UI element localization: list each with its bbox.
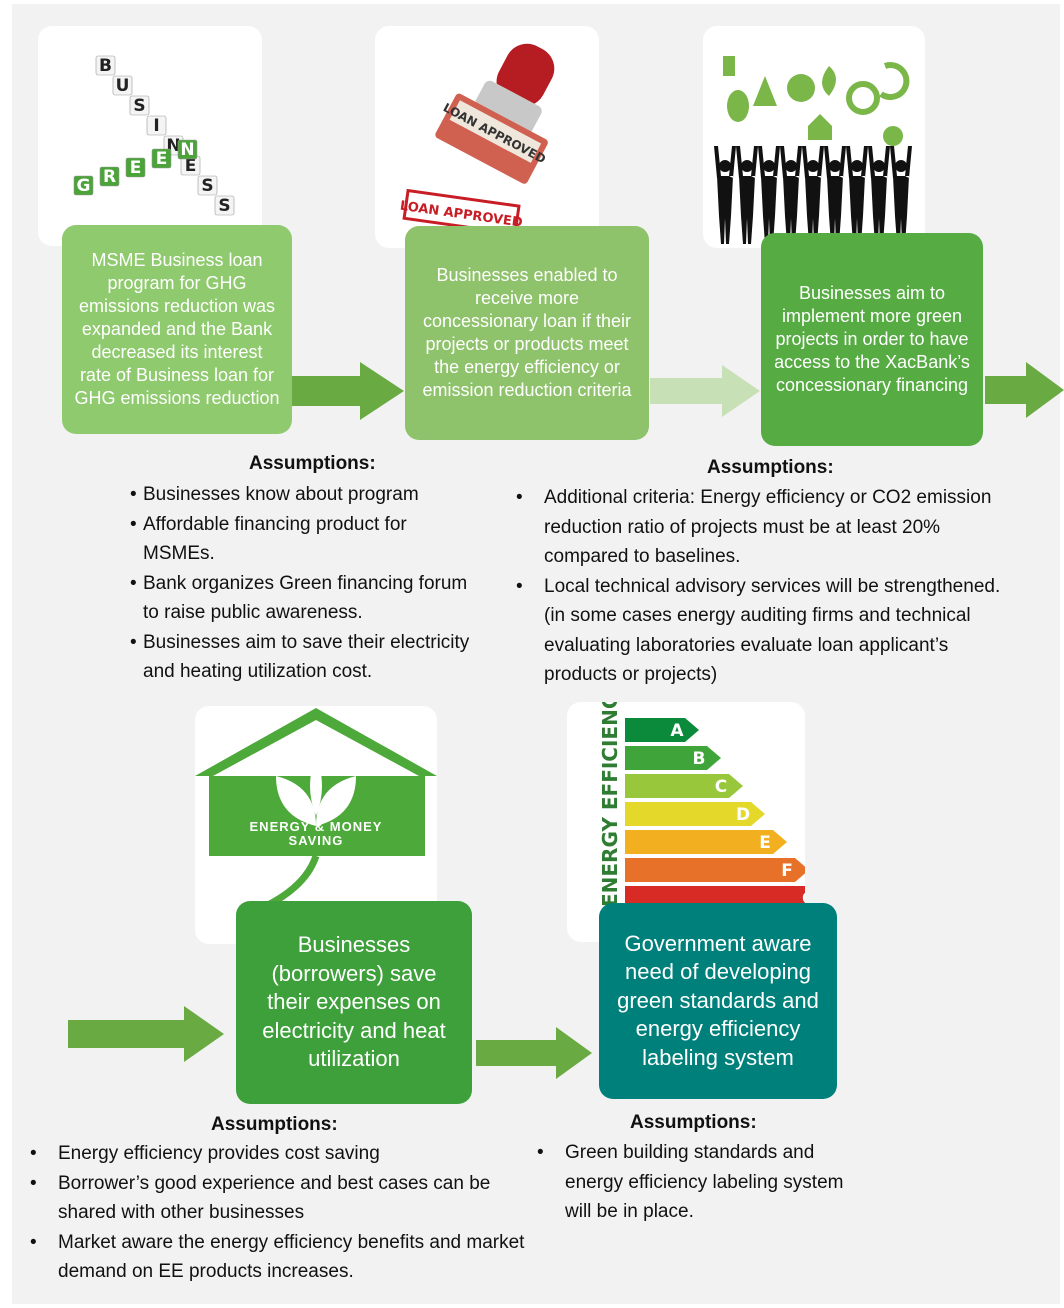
people-holding-eco-symbols-icon — [714, 56, 912, 244]
assumptions-1-title: Assumptions: — [249, 453, 376, 474]
bullet: • — [516, 487, 523, 508]
step-box-loan-program: MSME Business loan program for GHG emiss… — [62, 225, 292, 434]
bullet: • — [516, 575, 523, 597]
assumption-text: Green building standards and energy effi… — [565, 1142, 844, 1222]
assumptions-4-title: Assumptions: — [630, 1112, 757, 1133]
step-box-text: Businesses enabled to receive more conce… — [422, 265, 632, 400]
step-box-text: Government aware need of developing gree… — [617, 930, 819, 1070]
svg-text:S: S — [133, 96, 145, 116]
energy-saving-image: ENERGY & MONEY SAVING — [195, 706, 437, 944]
assumptions-2-title: Assumptions: — [707, 457, 834, 478]
svg-text:U: U — [116, 76, 130, 96]
svg-text:G: G — [802, 889, 805, 909]
bullet: • — [130, 631, 137, 653]
assumption-text: Affordable financing product for MSMEs. — [143, 513, 407, 565]
svg-text:E: E — [156, 149, 168, 169]
list-item: • Market aware the energy efficiency bene… — [30, 1228, 540, 1287]
svg-text:B: B — [693, 749, 706, 769]
arrow-right-4 — [68, 1006, 224, 1062]
assumption-text: Borrower’s good experience and best case… — [58, 1172, 491, 1224]
bullet: • — [130, 484, 137, 505]
assumptions-3-list: •Energy efficiency provides cost saving … — [30, 1139, 540, 1287]
assumption-text: Additional criteria: Energy efficiency o… — [544, 487, 992, 567]
arrow-right-2 — [650, 365, 760, 417]
svg-text:R: R — [103, 167, 116, 187]
list-item: • Additional criteria: Energy efficiency … — [516, 483, 1016, 572]
svg-text:C: C — [715, 777, 727, 797]
assumption-text: Businesses aim to save their electricity… — [143, 631, 470, 683]
svg-text:S: S — [218, 196, 230, 216]
green-people-image — [703, 26, 925, 248]
list-item: • Green building standards and energy eff… — [537, 1138, 867, 1227]
arrow-right-3 — [985, 362, 1064, 418]
svg-text:D: D — [736, 805, 750, 825]
svg-text:G: G — [77, 176, 91, 196]
svg-text:E: E — [759, 833, 771, 853]
assumption-text: Market aware the energy efficiency benef… — [58, 1231, 525, 1283]
arrow-right-1 — [292, 362, 404, 420]
energy-saving-label: ENERGY & MONEY SAVING — [249, 819, 383, 848]
loan-approved-stamp-icon: LOAN APPROVED LOAN APPROVED — [399, 43, 555, 236]
arrow-right-5 — [476, 1027, 592, 1079]
step-box-government-aware: Government aware need of developing gree… — [599, 903, 837, 1099]
list-item: • Local technical advisory services will … — [516, 572, 1016, 690]
svg-text:I: I — [153, 116, 159, 136]
step-box-save-expenses: Businesses (borrowers) save their expens… — [236, 901, 472, 1104]
svg-text:N: N — [180, 140, 194, 160]
step-box-text: Businesses aim to implement more green p… — [774, 283, 970, 395]
list-item: • Businesses aim to save their electricit… — [130, 628, 480, 687]
assumptions-2-list: • Additional criteria: Energy efficiency … — [516, 483, 1016, 690]
step-box-concessionary-loan: Businesses enabled to receive more conce… — [405, 226, 649, 440]
bullet: • — [537, 1142, 544, 1163]
bullet: • — [130, 572, 137, 594]
assumption-text: Energy efficiency provides cost saving — [58, 1143, 380, 1164]
svg-text:B: B — [99, 56, 112, 76]
bullet: • — [30, 1231, 37, 1253]
list-item: • Bank organizes Green financing forum to… — [130, 569, 480, 628]
list-item: • Borrower’s good experience and best cas… — [30, 1169, 540, 1228]
step-box-green-projects: Businesses aim to implement more green p… — [761, 233, 983, 446]
list-item: • Businesses know about program — [130, 480, 480, 510]
svg-text:E: E — [185, 156, 197, 176]
bullet: • — [130, 513, 137, 535]
loan-approved-image: LOAN APPROVED LOAN APPROVED — [375, 26, 599, 248]
svg-text:ENERGY EFFICIENCY: ENERGY EFFICIENCY — [598, 702, 622, 907]
svg-text:A: A — [670, 721, 684, 741]
assumption-text: Bank organizes Green financing forum to … — [143, 572, 468, 624]
assumption-text: Local technical advisory services will b… — [544, 575, 1001, 686]
svg-text:F: F — [781, 861, 793, 881]
step-box-text: MSME Business loan program for GHG emiss… — [74, 250, 280, 408]
bullet: • — [30, 1143, 37, 1164]
svg-text:E: E — [130, 158, 142, 178]
assumption-text: Businesses know about program — [143, 484, 419, 505]
assumptions-3-title: Assumptions: — [211, 1114, 338, 1135]
step-box-text: Businesses (borrowers) save their expens… — [262, 932, 446, 1072]
list-item: • Energy efficiency provides cost saving — [30, 1139, 540, 1169]
assumptions-1-list: • Businesses know about program • Affordab… — [130, 480, 480, 687]
list-item: • Affordable financing product for MSMEs. — [130, 510, 480, 569]
bullet: • — [30, 1172, 37, 1194]
svg-text:S: S — [201, 176, 213, 196]
assumptions-4-list: • Green building standards and energy eff… — [537, 1138, 867, 1227]
